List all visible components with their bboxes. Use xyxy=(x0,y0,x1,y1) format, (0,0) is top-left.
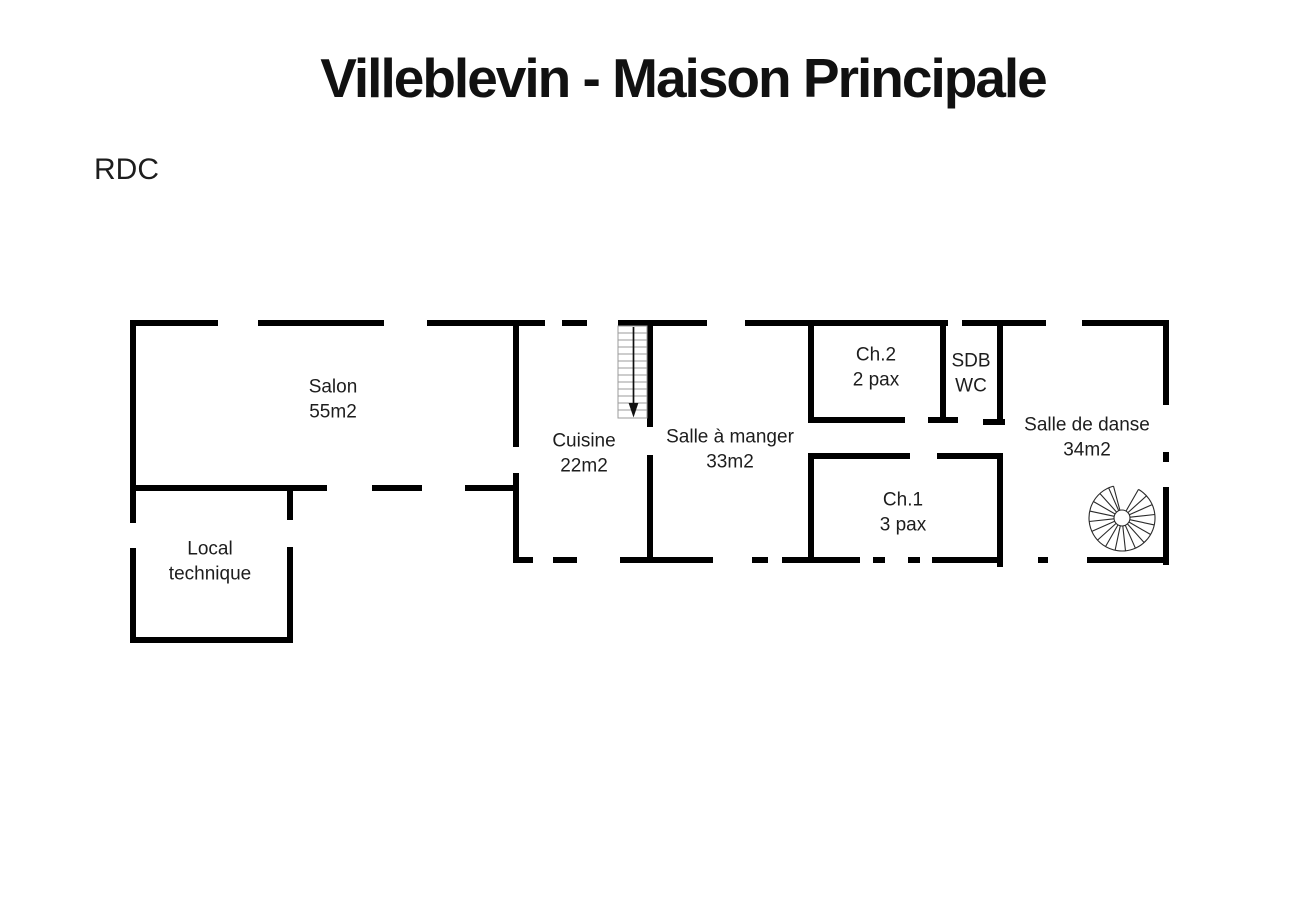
room-name: SDB xyxy=(951,350,991,372)
room-detail: 33m2 xyxy=(706,451,754,472)
room-label-cuisine: Cuisine 22m2 xyxy=(552,430,615,479)
room-name: Salle de danse xyxy=(1024,414,1150,436)
room-name: Salon xyxy=(308,376,358,398)
room-name: Cuisine xyxy=(552,430,616,452)
room-name: Local xyxy=(187,538,233,560)
room-label-ch2: Ch.2 2 pax xyxy=(853,344,899,393)
room-detail: 34m2 xyxy=(1063,439,1111,460)
room-label-salle-a-manger: Salle à manger 33m2 xyxy=(666,426,794,475)
room-name: Ch.1 xyxy=(882,489,924,511)
room-name-line2: WC xyxy=(955,375,987,396)
spiral-staircase-icon xyxy=(1088,485,1156,552)
stairs-down-icon xyxy=(617,325,648,419)
room-label-sdb-wc: SDB WC xyxy=(951,350,990,399)
room-label-salle-de-danse: Salle de danse 34m2 xyxy=(1024,414,1150,463)
room-detail: 2 pax xyxy=(852,369,900,390)
room-label-ch1: Ch.1 3 pax xyxy=(880,489,926,538)
room-name: Ch.2 xyxy=(855,344,897,366)
room-detail: 55m2 xyxy=(309,401,357,422)
room-detail: 22m2 xyxy=(560,455,608,476)
room-label-local-technique: Local technique xyxy=(169,538,251,587)
room-name-line2: technique xyxy=(168,563,252,584)
room-name: Salle à manger xyxy=(666,426,794,448)
room-label-salon: Salon 55m2 xyxy=(309,376,358,425)
page-title: Villeblevin - Maison Principale xyxy=(320,47,1048,109)
floor-label: RDC xyxy=(94,153,159,186)
walls xyxy=(130,320,1169,643)
room-detail: 3 pax xyxy=(879,514,927,535)
